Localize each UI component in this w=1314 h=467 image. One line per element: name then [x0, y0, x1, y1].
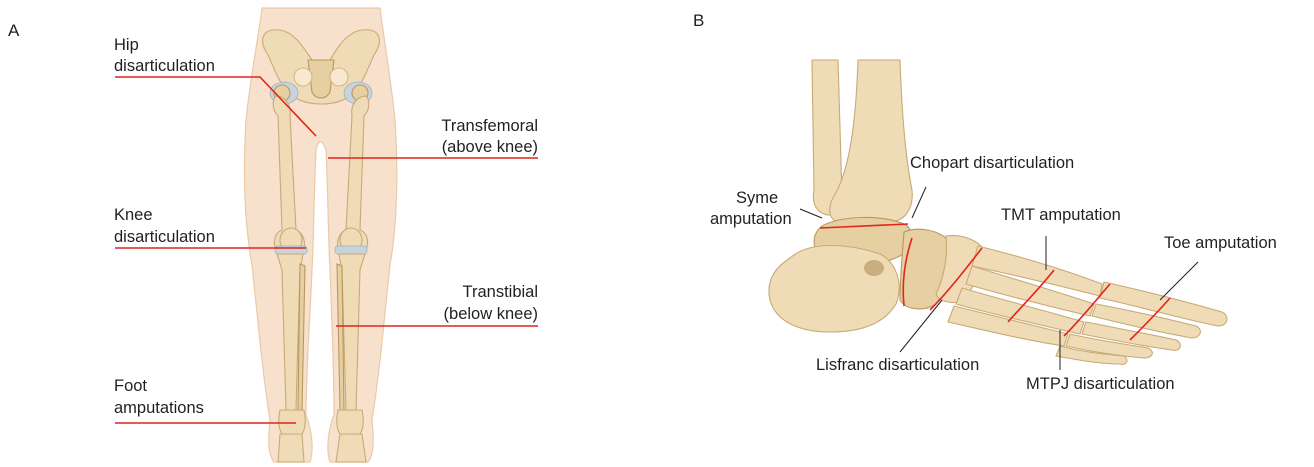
lisfranc-label: Lisfranc disarticulation — [816, 356, 979, 374]
mtpj-label: MTPJ disarticulation — [1026, 375, 1175, 393]
transtibial-label-line2: (below knee) — [444, 305, 538, 323]
knee-label-line1: Knee — [114, 206, 153, 224]
chopart-label: Chopart disarticulation — [910, 154, 1074, 172]
hip-label-line1: Hip — [114, 36, 139, 54]
transtibial-label-line1: Transtibial — [463, 283, 539, 301]
hip-label-line2: disarticulation — [114, 57, 215, 75]
foot-label-line1: Foot — [114, 377, 147, 395]
transfemoral-label-line1: Transfemoral — [441, 117, 538, 135]
tmt-label: TMT amputation — [1001, 206, 1121, 224]
panel-a: A — [8, 8, 538, 462]
panel-b: B — [693, 11, 1277, 393]
syme-label-line2: amputation — [710, 210, 792, 228]
panel-b-letter: B — [693, 11, 704, 30]
foot-label-line2: amputations — [114, 399, 204, 417]
foot-skeleton-illustration — [769, 60, 1227, 364]
knee-label-line2: disarticulation — [114, 228, 215, 246]
syme-label-line1: Syme — [736, 189, 778, 207]
panel-a-letter: A — [8, 21, 20, 40]
toe-label: Toe amputation — [1164, 234, 1277, 252]
transfemoral-label-line2: (above knee) — [442, 138, 538, 156]
